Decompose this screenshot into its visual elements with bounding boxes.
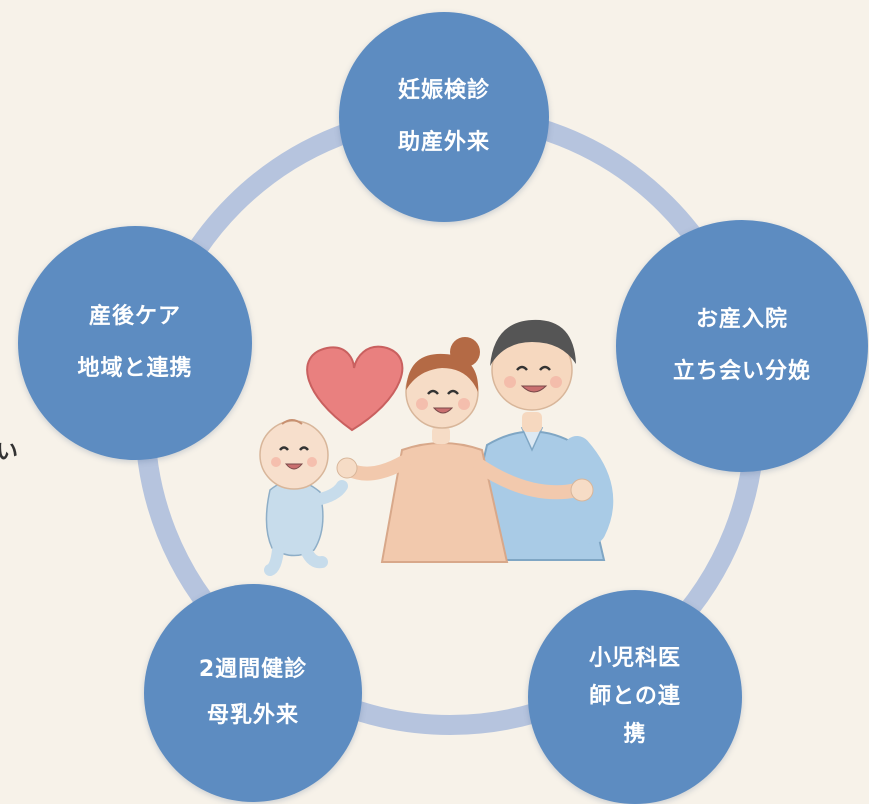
side-text-fragment: い <box>0 440 19 465</box>
mother-figure <box>336 337 594 563</box>
node-postpartum-care: 産後ケア 地域と連携 <box>18 226 252 460</box>
node-label-line2: 地域と連携 <box>77 356 193 381</box>
node-label-line3: 携 <box>623 722 647 747</box>
node-label-line1: 小児科医 <box>588 646 681 671</box>
node-prenatal-checkup: 妊娠検診 助産外来 <box>339 12 549 222</box>
family-illustration <box>259 319 614 576</box>
node-label-line1: 妊娠検診 <box>397 78 490 103</box>
node-childbirth-admission: お産入院 立ち会い分娩 <box>616 220 868 472</box>
node-label-line2: 師との連 <box>589 684 681 709</box>
node-label-line2: 助産外来 <box>397 130 490 155</box>
node-label-line1: お産入院 <box>695 307 788 332</box>
node-label-line1: 産後ケア <box>88 304 181 329</box>
node-label-line2: 母乳外来 <box>206 703 299 728</box>
baby-figure <box>259 419 348 576</box>
node-label-line2: 立ち会い分娩 <box>672 359 811 384</box>
heart-icon <box>306 345 404 432</box>
node-two-week-checkup: 2週間健診 母乳外来 <box>144 584 362 802</box>
node-label-line1: 2週間健診 <box>198 657 308 682</box>
node-pediatrician-collaboration: 小児科医 師との連 携 <box>528 590 742 804</box>
